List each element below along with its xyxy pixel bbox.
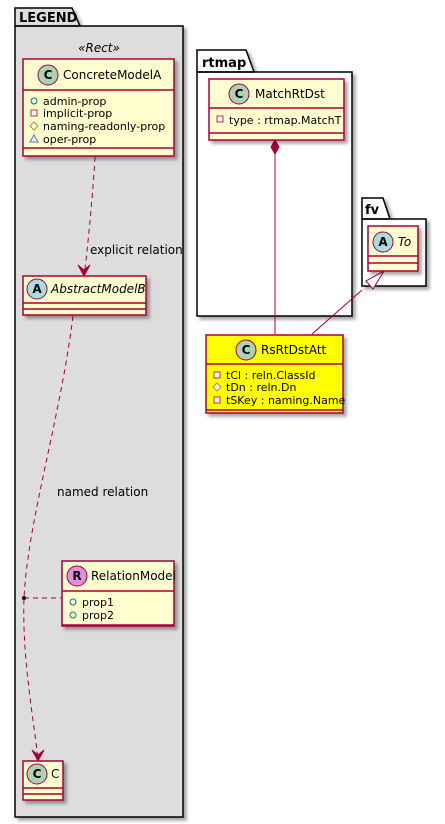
package-legend-tab (14, 7, 81, 27)
edge-generalization-line (311, 289, 363, 335)
attribute-text: oper-prop (43, 133, 96, 146)
class-abstract-model-b-content: A AbstractModelB (26, 278, 146, 300)
vis-protected-icon (29, 121, 39, 131)
edge-named-relation-label: named relation (57, 485, 148, 499)
attribute-text: tDn : reln.Dn (226, 381, 296, 394)
package-fv-title: fv (365, 203, 380, 218)
class-name: C (51, 767, 59, 781)
class-badge-letter: C (44, 68, 53, 82)
attribute-text: prop1 (82, 596, 114, 609)
abstract-badge-icon (26, 278, 48, 300)
vis-protected-icon (212, 382, 222, 392)
vis-public-icon (69, 598, 77, 606)
vis-package-icon (29, 133, 39, 143)
vis-public-icon (69, 611, 77, 619)
class-badge-icon (37, 64, 59, 86)
attribute-text: admin-prop (43, 95, 106, 108)
class-badge-letter: R (72, 569, 81, 583)
class-relation-model[interactable] (61, 560, 175, 627)
class-name: To (398, 235, 411, 249)
attribute-text: prop2 (82, 609, 114, 622)
package-legend-title: LEGEND (19, 11, 78, 26)
class-to-content: A To (372, 231, 411, 253)
class-badge-letter: C (242, 343, 251, 357)
edge-named-relation-line (23, 315, 74, 761)
class-badge-icon (26, 763, 48, 785)
class-badge-letter: A (32, 282, 42, 296)
package-rtmap-title: rtmap (202, 56, 246, 71)
class-name: RelationModel (91, 569, 176, 583)
edge-named-relation: named relation (22, 315, 148, 763)
package-legend: LEGEND «Rect» (14, 7, 184, 818)
class-badge-icon (228, 83, 250, 105)
vis-private-icon (213, 396, 221, 404)
class-rs-rt-dst-att[interactable] (205, 334, 344, 414)
attribute-text: tSKey : naming.Name (226, 394, 346, 407)
class-match-rt-dst-content: C MatchRtDst type : rtmap.MatchT (216, 83, 342, 127)
class-c-content: C C (26, 763, 59, 785)
vis-private-icon (30, 109, 38, 117)
edge-generalization (311, 269, 386, 335)
class-name: AbstractModelB (50, 282, 146, 296)
edge-composition (270, 138, 280, 334)
class-concrete-model-a-content: C ConcreteModelA admin-prop implicit-pro… (29, 64, 165, 146)
package-rtmap-tab (196, 49, 255, 73)
attribute-text: type : rtmap.MatchT (229, 114, 342, 127)
attribute-text: naming-readonly-prop (43, 120, 165, 133)
class-name: ConcreteModelA (63, 68, 162, 82)
class-name: RsRtDstAtt (261, 343, 327, 357)
class-badge-letter: A (378, 235, 388, 249)
class-badge-letter: C (33, 767, 42, 781)
class-badge-letter: C (235, 87, 244, 101)
edge-explicit-relation: explicit relation (77, 156, 183, 278)
package-fv-tab (361, 197, 391, 220)
association-point (22, 596, 26, 600)
class-badge-icon (235, 339, 257, 361)
package-legend-stereotype: «Rect» (78, 41, 120, 55)
edge-named-relation-arrowhead (31, 749, 45, 763)
class-rs-rt-dst-att-content: C RsRtDstAtt tCl : reln.ClassId tDn : re… (212, 339, 346, 407)
abstract-badge-icon (372, 231, 394, 253)
edge-explicit-relation-label: explicit relation (90, 243, 183, 257)
vis-public-icon (30, 97, 38, 105)
attribute-text: tCl : reln.ClassId (226, 369, 316, 382)
class-name: MatchRtDst (255, 87, 325, 101)
package-legend-body (14, 25, 184, 818)
composition-diamond (270, 138, 280, 156)
relation-badge-icon (66, 565, 88, 587)
attribute-text: implicit-prop (43, 107, 112, 120)
class-relation-model-content: R RelationModel prop1 prop2 (66, 565, 176, 622)
vis-private-icon (213, 371, 221, 379)
edge-explicit-relation-arrowhead (77, 264, 91, 278)
generalization-triangle (365, 269, 386, 290)
vis-private-icon (216, 115, 224, 123)
